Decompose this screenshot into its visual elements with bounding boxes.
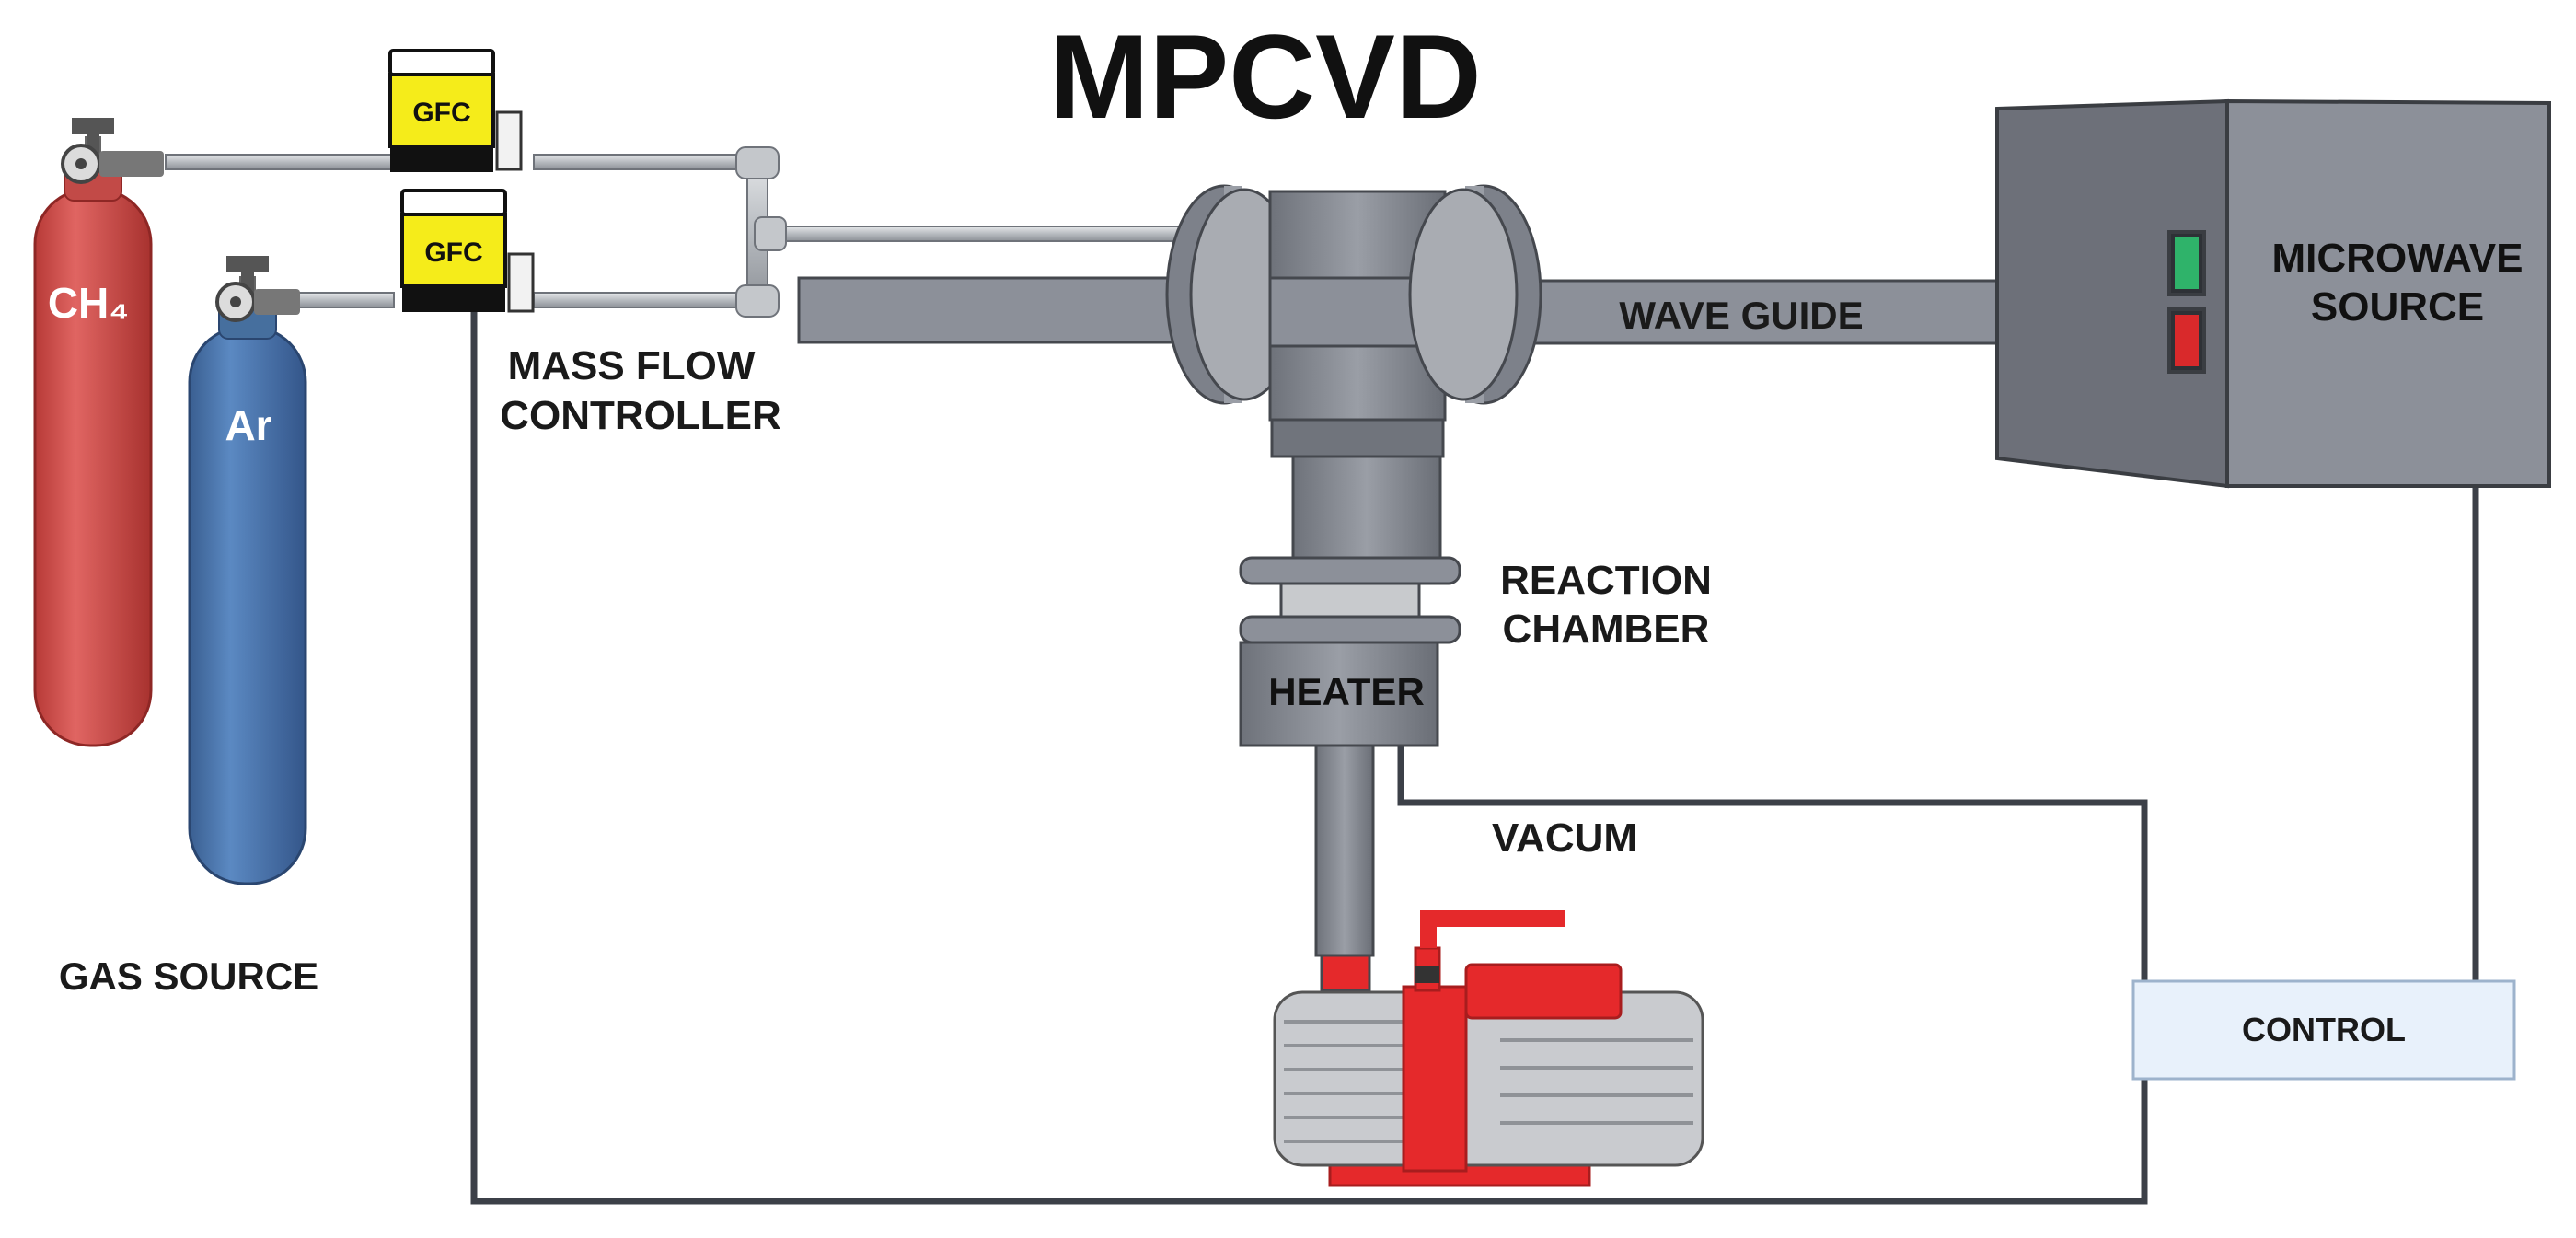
diagram-title: MPCVD — [1049, 9, 1481, 144]
ch4-label: CH₄ — [48, 279, 129, 327]
wave-guide-label: WAVE GUIDE — [1619, 294, 1863, 337]
mass-flow-label-line2: CONTROLLER — [500, 393, 781, 438]
heater-label: HEATER — [1268, 670, 1425, 713]
microwave-label-line1: MICROWAVE — [2272, 236, 2524, 281]
plasma-cavity — [1165, 184, 1542, 458]
vacuum-pump-icon — [1273, 910, 1704, 1187]
reaction-chamber-label-line2: CHAMBER — [1503, 607, 1710, 652]
reaction-chamber-label-line1: REACTION — [1500, 558, 1712, 603]
control-label: CONTROL — [2242, 1011, 2406, 1048]
gas-flow-controller-icon: GFC — [400, 189, 535, 313]
mass-flow-label-line1: MASS FLOW — [508, 343, 756, 388]
vacum-label: VACUM — [1492, 816, 1637, 861]
ar-regulator-icon — [215, 256, 300, 322]
microwave-source: MICROWAVE SOURCE — [1995, 98, 2551, 489]
gfc-top-label: GFC — [412, 98, 470, 128]
ch4-regulator-icon — [61, 118, 164, 184]
gfc-bottom-label: GFC — [424, 237, 482, 268]
ar-label: Ar — [225, 401, 271, 449]
ar-cylinder-icon: Ar — [188, 276, 307, 885]
reaction-chamber: HEATER — [1239, 455, 1461, 992]
ch4-cylinder-icon: CH₄ — [33, 136, 153, 747]
control-box: CONTROL — [2131, 979, 2516, 1081]
microwave-label-line2: SOURCE — [2311, 284, 2484, 330]
green-indicator-light-icon — [2175, 237, 2199, 289]
control-wiring — [470, 309, 2479, 1205]
gas-source-label: GAS SOURCE — [59, 955, 318, 998]
red-indicator-light-icon — [2175, 315, 2199, 366]
gas-flow-controller-icon: GFC — [388, 49, 523, 172]
